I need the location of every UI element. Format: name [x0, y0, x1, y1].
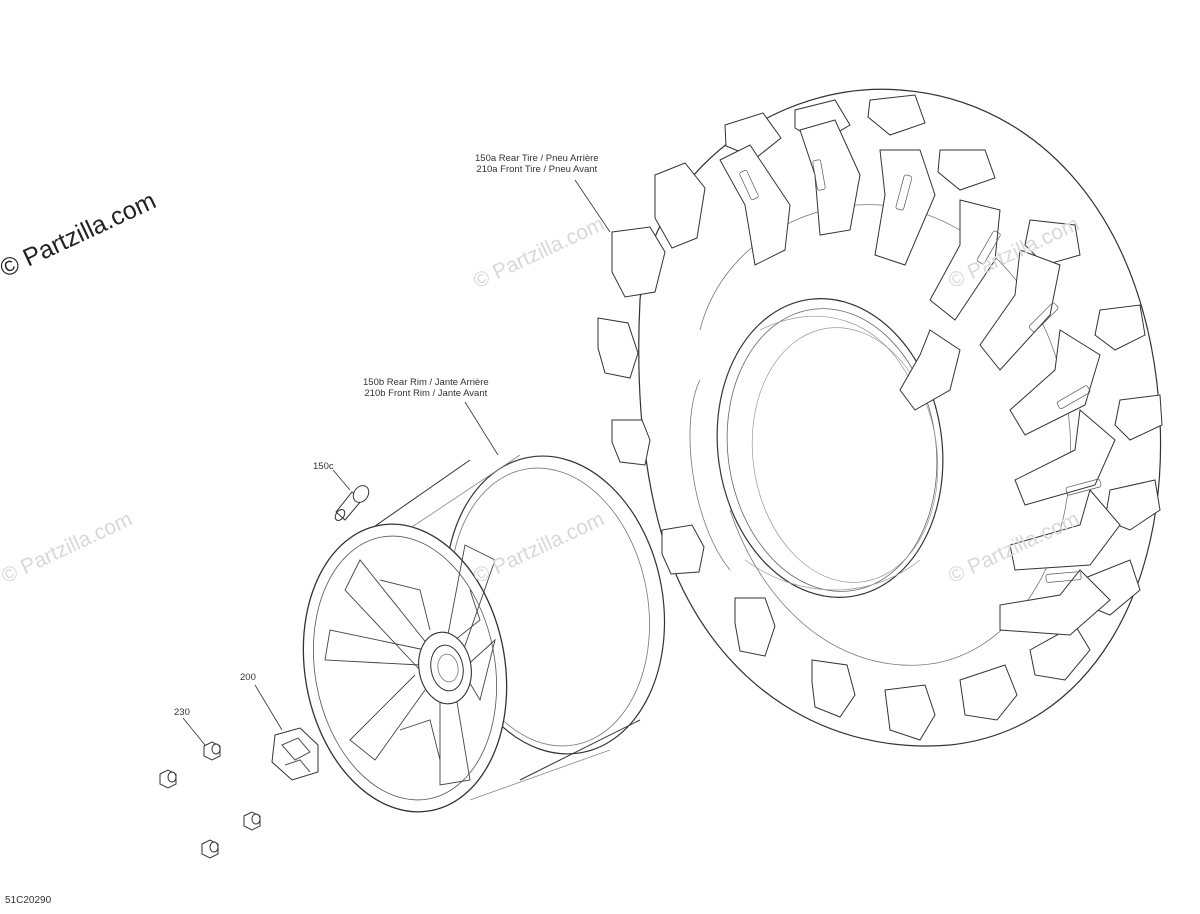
- rim-drawing: [302, 454, 666, 813]
- tire-callout-front: 210a Front Tire / Pneu Avant: [476, 164, 598, 175]
- valve-callout: 150c: [313, 461, 334, 472]
- tire-callout-rear: 150a Rear Tire / Pneu Arrière: [475, 153, 599, 164]
- diagram-code: 51C20290: [5, 895, 52, 906]
- valve-stem-drawing: [334, 485, 370, 521]
- leader-lines: [182, 179, 611, 746]
- rim-callout-front: 210b Front Rim / Jante Avant: [364, 388, 488, 399]
- center-cap-drawing: [271, 727, 319, 781]
- cap-callout: 200: [240, 672, 256, 683]
- lug-nuts-drawing: [159, 741, 261, 859]
- rim-callout-rear: 150b Rear Rim / Jante Arrière: [363, 377, 489, 388]
- nuts-callout: 230: [174, 707, 190, 718]
- tire-callout: 150a Rear Tire / Pneu Arrière 210a Front…: [475, 153, 599, 175]
- tire-drawing: [597, 88, 1163, 747]
- rim-callout: 150b Rear Rim / Jante Arrière 210b Front…: [363, 377, 489, 399]
